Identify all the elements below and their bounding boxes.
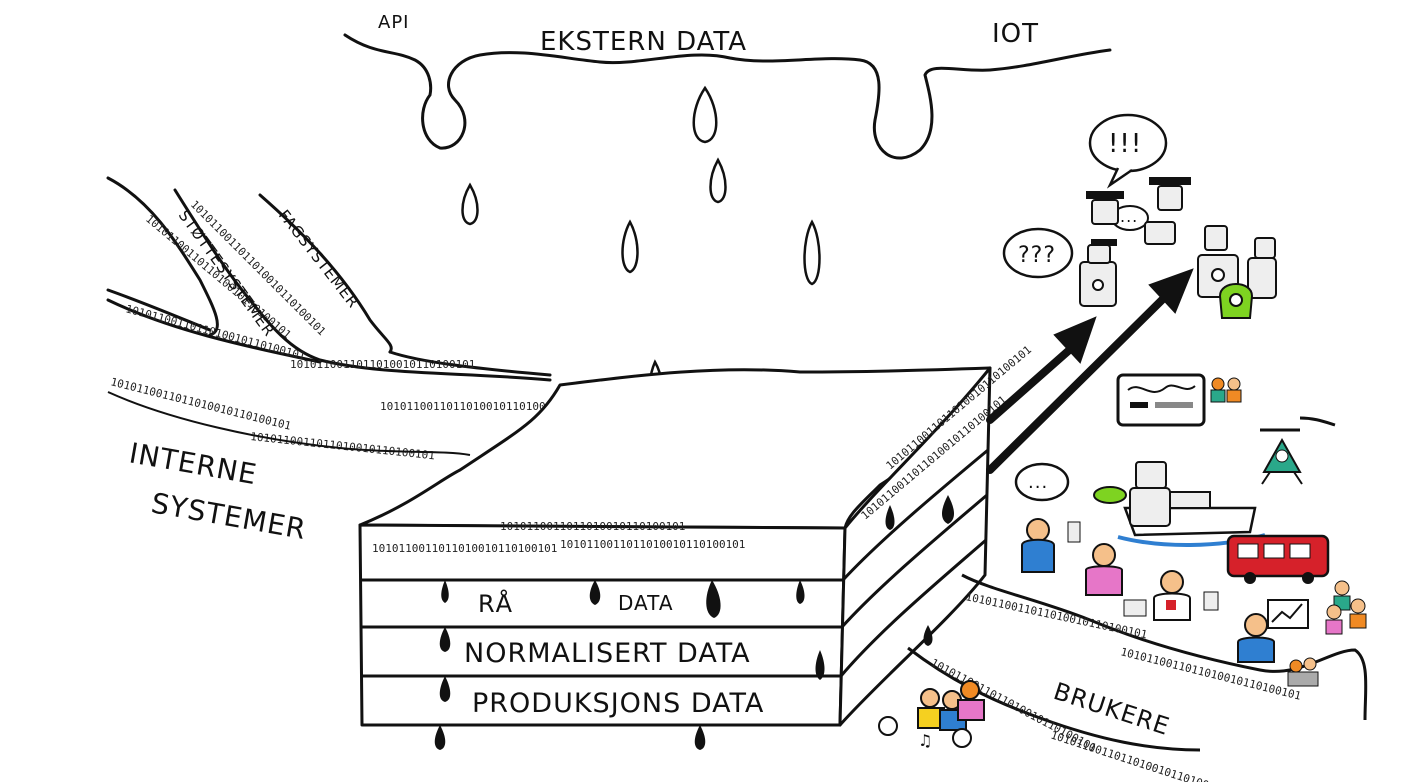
speech-bubble-excl: !!! <box>1088 113 1168 189</box>
music-note-icon: ♫ <box>918 731 932 750</box>
iot-label: IOT <box>992 19 1039 49</box>
people-group-bottom: ♫ <box>878 680 985 750</box>
people-group-small <box>1210 377 1242 403</box>
bus-icon <box>1226 534 1330 584</box>
river-bits: 1010110011011010010110100101 10101100110… <box>109 198 565 462</box>
svg-text:...: ... <box>1120 207 1138 226</box>
drop-icon <box>621 219 639 274</box>
ekstern-data-label: EKSTERN DATA <box>540 27 747 57</box>
normalisert-data-label: NORMALISERT DATA <box>464 638 751 669</box>
internal-systems-rivers <box>106 176 552 382</box>
svg-text:1010110011011010010110100101: 1010110011011010010110100101 <box>500 520 685 533</box>
svg-text:...: ... <box>1028 472 1048 493</box>
robot-green-hat <box>1093 461 1171 527</box>
people-group-right <box>1287 580 1367 687</box>
drop-icon <box>803 219 821 286</box>
external-data-source <box>343 33 1112 160</box>
interne-river <box>107 391 471 456</box>
svg-text:!!!: !!! <box>1108 129 1142 159</box>
users-river-lower <box>907 646 1201 752</box>
svg-text:1010110011011010010110100101: 1010110011011010010110100101 <box>372 542 557 555</box>
consumer-robots <box>1079 177 1277 319</box>
drone-icon <box>1260 416 1336 485</box>
robot-icon <box>1091 199 1119 225</box>
api-label: API <box>378 12 409 33</box>
ball-icon <box>878 716 898 736</box>
robot-icon <box>1157 185 1183 211</box>
drop-icon <box>709 157 727 204</box>
layer-drips <box>434 495 954 750</box>
svg-text:1010110011011010010110100101: 1010110011011010010110100101 <box>290 358 475 371</box>
drop-icon <box>461 182 479 226</box>
svg-text:1010110011011010010110100101: 1010110011011010010110100101 <box>1049 728 1229 782</box>
dashboard-screen <box>1116 373 1206 427</box>
chart-screen-user <box>1237 599 1309 663</box>
svg-text:1010110011011010010110100101: 1010110011011010010110100101 <box>380 400 565 413</box>
interne-label-line2: SYSTEMER <box>149 486 309 546</box>
data-drops <box>461 85 821 406</box>
svg-text:1010110011011010010110100101: 1010110011011010010110100101 <box>560 538 745 551</box>
doctor-user <box>1123 570 1219 621</box>
svg-text:1010110011011010010110100101: 1010110011011010010110100101 <box>964 590 1148 641</box>
speech-bubble-user: ... <box>1014 462 1070 502</box>
ra-label: RÅ <box>478 589 513 618</box>
user-pink <box>1085 543 1123 596</box>
svg-text:1010110011011010010110100101: 1010110011011010010110100101 <box>250 430 436 462</box>
produksjons-data-label: PRODUKSJONS DATA <box>472 688 764 719</box>
svg-text:???: ??? <box>1018 243 1056 268</box>
speech-bubble-dots-small: ... <box>1111 205 1149 231</box>
theater-mask-icon <box>952 728 972 748</box>
speech-bubble-question: ??? <box>1002 227 1074 279</box>
drop-icon <box>692 85 718 144</box>
users-river <box>961 573 1368 721</box>
layer-lines <box>362 448 989 678</box>
ra-data-label: DATA <box>618 591 674 615</box>
robot-icon <box>1144 221 1176 245</box>
user-blue <box>1021 518 1081 573</box>
output-arrows <box>986 268 1194 474</box>
interne-label-line1: INTERNE <box>127 436 260 491</box>
